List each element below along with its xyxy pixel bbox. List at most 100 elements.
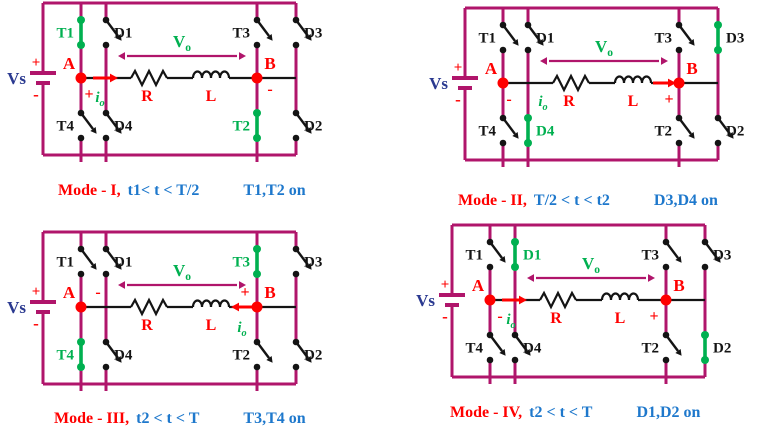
inductor-label: L — [206, 88, 217, 105]
device-T2-contact — [253, 363, 261, 371]
device-T1-contact — [77, 270, 85, 278]
device-T4-blade-arrow — [512, 132, 519, 139]
device-D3-blade — [295, 248, 309, 266]
inductor-symbol — [191, 70, 231, 79]
device-T2-label: T2 — [232, 348, 250, 364]
device-T2-blade — [665, 334, 679, 352]
caption-time-range: T/2 < t < t2 — [533, 192, 610, 209]
device-T4-contact — [77, 338, 85, 346]
device-D1-label: D1 — [536, 31, 554, 47]
inductor-symbol — [613, 75, 653, 84]
device-D3-contact — [292, 41, 300, 49]
device-T4-contact — [77, 363, 85, 371]
device-D2-contact — [714, 139, 722, 147]
vo-arrowhead-right — [648, 274, 655, 282]
vo-arrowhead-left — [540, 57, 547, 65]
device-T2-blade-arrow — [266, 356, 273, 363]
device-D3-blade-arrow — [305, 34, 312, 41]
device-T3-label: T3 — [232, 255, 250, 271]
caption-devices-on: D1,D2 on — [636, 404, 701, 421]
device-T4-blade — [489, 334, 503, 352]
battery-minus-sign: - — [455, 90, 461, 109]
battery-plus-sign: + — [32, 284, 41, 300]
vo-label: Vo — [173, 32, 191, 54]
caption-devices-on: T3,T4 on — [243, 410, 306, 427]
device-D4-blade-arrow — [115, 356, 122, 363]
device-D4-label: D4 — [114, 119, 133, 135]
device-D4-contact — [511, 356, 519, 364]
device-T3-contact — [675, 46, 683, 54]
device-D4-label: D4 — [536, 124, 555, 140]
io-label: io — [538, 94, 547, 113]
device-D1-blade-arrow — [537, 39, 544, 46]
node-b-label: B — [264, 283, 275, 302]
device-T3-blade — [256, 19, 270, 37]
node-a-dot — [497, 77, 509, 89]
device-T2-blade-arrow — [675, 349, 682, 356]
vo-arrowhead-left — [118, 52, 125, 60]
device-D2-blade-arrow — [305, 127, 312, 134]
node-a-sign: - — [497, 308, 502, 325]
device-D1-blade-arrow — [115, 34, 122, 41]
device-D4-blade — [514, 334, 528, 352]
node-a-sign: + — [84, 86, 93, 103]
device-T2-blade — [678, 117, 692, 135]
node-a-sign: - — [506, 91, 511, 108]
node-a-dot — [75, 72, 87, 84]
device-D1-contact — [102, 270, 110, 278]
vo-arrowhead-right — [239, 281, 246, 289]
device-T3-blade-arrow — [675, 256, 682, 263]
device-T1-label: T1 — [465, 248, 483, 264]
device-D2-label: D2 — [304, 119, 322, 135]
node-a-label: A — [63, 54, 76, 73]
node-b-dot — [660, 294, 672, 306]
device-T1-blade — [80, 248, 94, 266]
battery-minus-sign: - — [33, 85, 39, 104]
caption-time-range: t1< t < T/2 — [127, 182, 200, 199]
device-D2-blade-arrow — [727, 132, 734, 139]
caption-time-range: t2 < t < T — [529, 404, 593, 421]
device-D1-contact — [511, 238, 519, 246]
device-D4-contact — [524, 114, 532, 122]
device-D1-label: D1 — [523, 248, 541, 264]
node-b-label: B — [686, 59, 697, 78]
vo-arrowhead-right — [661, 57, 668, 65]
caption-devices-on: D3,D4 on — [653, 192, 718, 209]
node-b-dot — [251, 72, 263, 84]
vo-arrowhead-right — [239, 52, 246, 60]
caption-devices-on: T1,T2 on — [243, 182, 306, 199]
device-T1-label: T1 — [478, 31, 496, 47]
device-D4-label: D4 — [114, 348, 133, 364]
battery-minus-sign: - — [442, 307, 448, 326]
source-label: Vs — [7, 298, 26, 317]
device-T2-label: T2 — [232, 119, 250, 135]
device-D4-blade — [105, 341, 119, 359]
device-D2-blade — [295, 112, 309, 130]
device-T2-contact — [662, 356, 670, 364]
node-a-dot — [484, 294, 496, 306]
source-label: Vs — [416, 291, 435, 310]
device-D3-blade-arrow — [305, 263, 312, 270]
node-a-sign: - — [95, 284, 100, 301]
node-b-sign: - — [267, 81, 272, 98]
inductor-symbol — [600, 292, 640, 301]
device-T2-label: T2 — [654, 124, 672, 140]
caption-mode-label: Mode - IV, — [450, 404, 523, 421]
device-T4-label: T4 — [465, 341, 483, 357]
device-T1-contact — [486, 263, 494, 271]
device-T4-blade — [502, 117, 516, 135]
caption-time-range: t2 < t < T — [136, 410, 200, 427]
device-T4-blade-arrow — [499, 349, 506, 356]
node-b-dot — [673, 77, 685, 89]
caption-mode-label: Mode - I, — [58, 182, 121, 199]
device-T1-contact — [77, 41, 85, 49]
resistor-label: R — [563, 93, 575, 110]
vo-label: Vo — [173, 261, 191, 283]
battery-plus-sign: + — [32, 55, 41, 71]
